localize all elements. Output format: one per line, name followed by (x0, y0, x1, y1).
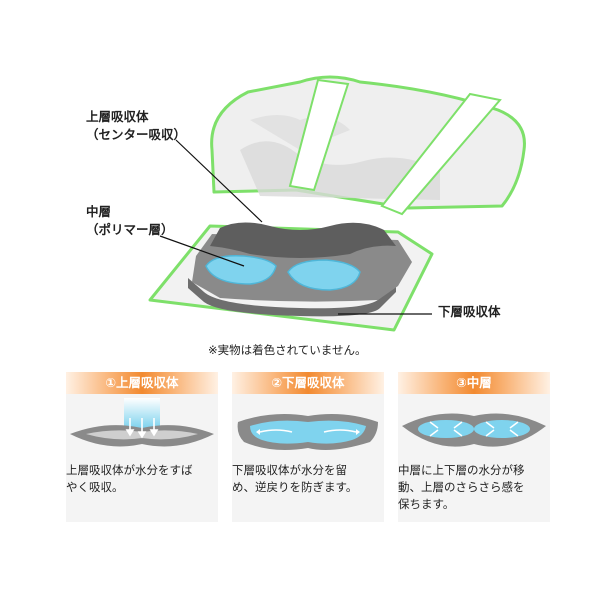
leader-middle (159, 235, 245, 267)
right-strap (380, 92, 502, 216)
pad-water (250, 420, 366, 444)
panel-3-diagram (402, 413, 546, 447)
callout-bottom-title: 下層吸収体 (438, 304, 501, 319)
pocket-right (474, 420, 530, 438)
polymer-pocket-left (205, 254, 277, 285)
panel-top-layer: ①上層吸収体 上層吸収体が水分をすば やく吸収。 (66, 372, 218, 522)
panel-2-line-2: め、逆戻りを防ぎます。 (232, 480, 358, 494)
pocket-left (418, 420, 474, 438)
panel-3-line-3: 保ちます。 (398, 497, 455, 511)
bottom-absorbent-layer (188, 278, 396, 317)
callout-top-subtitle: （センター吸収） (86, 127, 187, 142)
panel-2-description: 下層吸収体が水分を留 め、逆戻りを防ぎます。 (232, 456, 384, 496)
callout-bottom-layer: 下層吸収体 (438, 303, 501, 321)
spread-arrows (259, 429, 357, 433)
panel-3-line-1: 中層に上下層の水分が移 (398, 463, 525, 477)
panel-3-title: ③中層 (398, 372, 550, 394)
panel-bottom-layer: ②下層吸収体 下層吸収体が水分を留 め、逆戻りを防ぎます。 (232, 372, 384, 522)
coloring-note: ※実物は着色されていません。 (208, 343, 367, 357)
panel-3-description: 中層に上下層の水分が移 動、上層のさらさら感を 保ちます。 (398, 456, 550, 513)
migration-arrows (429, 421, 519, 437)
polymer-pocket-right (287, 259, 361, 291)
panel-1-diagram (70, 398, 214, 447)
callout-middle-subtitle: （ポリマー層） (86, 222, 174, 237)
panel-2-line-1: 下層吸収体が水分を留 (232, 463, 347, 477)
panel-1-line-1: 上層吸収体が水分をすば (66, 463, 193, 477)
panel-1-description: 上層吸収体が水分をすば やく吸収。 (66, 456, 218, 496)
left-strap (288, 78, 350, 192)
leader-top (175, 139, 263, 223)
panel-2-title: ②下層吸収体 (232, 372, 384, 394)
down-arrows (125, 418, 159, 439)
panel-middle-layer: ③中層 中層に上下層の水分が移 動、上層のさらさら感を 保ちます。 (398, 372, 550, 522)
top-absorbent-layer (210, 222, 396, 258)
panel-3-line-2: 動、上層のさらさら感を (398, 480, 525, 494)
callout-middle-layer: 中層 （ポリマー層） (86, 203, 174, 239)
panel-1-title: ①上層吸収体 (66, 372, 218, 394)
callout-top-title: 上層吸収体 (86, 109, 149, 124)
callout-top-layer: 上層吸収体 （センター吸収） (86, 108, 186, 144)
diaper-illustration (148, 75, 526, 332)
panel-2-diagram (237, 414, 378, 450)
callout-middle-title: 中層 (86, 204, 112, 219)
panel-1-line-2: やく吸収。 (66, 480, 124, 494)
